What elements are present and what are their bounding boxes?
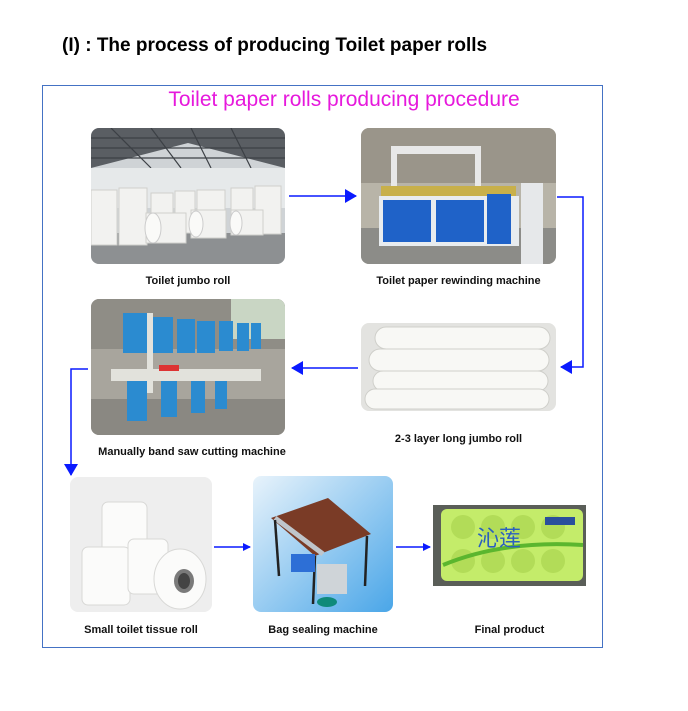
diagram-title: Toilet paper rolls producing procedure (168, 88, 520, 111)
small-tissue-rolls-photo (70, 477, 212, 612)
bag-sealing-machine-photo (253, 476, 393, 612)
step-label: Toilet jumbo roll (145, 275, 231, 287)
rewinding-machine-photo (361, 128, 556, 264)
diagram-frame (42, 85, 603, 648)
arrow-bandsaw-to-smallroll (64, 368, 88, 476)
step-label: Manually band saw cutting machine (98, 446, 286, 458)
band-saw-machines-photo (91, 299, 285, 435)
step-label: 2-3 layer long jumbo roll (394, 433, 523, 445)
warehouse-jumbo-rolls-photo (91, 128, 285, 264)
page-heading: (I) : The process of producing Toilet pa… (62, 35, 488, 56)
step-label: Final product (474, 624, 545, 636)
step-label: Bag sealing machine (268, 624, 378, 636)
packaged-product-photo: 沁莲 (433, 505, 586, 586)
product-brand-text: 沁莲 (477, 527, 522, 552)
arrow-rewinding-to-longroll (557, 196, 584, 374)
long-jumbo-rolls-photo (361, 323, 556, 411)
step-label: Small toilet tissue roll (84, 624, 198, 636)
step-label: Toilet paper rewinding machine (376, 275, 541, 287)
